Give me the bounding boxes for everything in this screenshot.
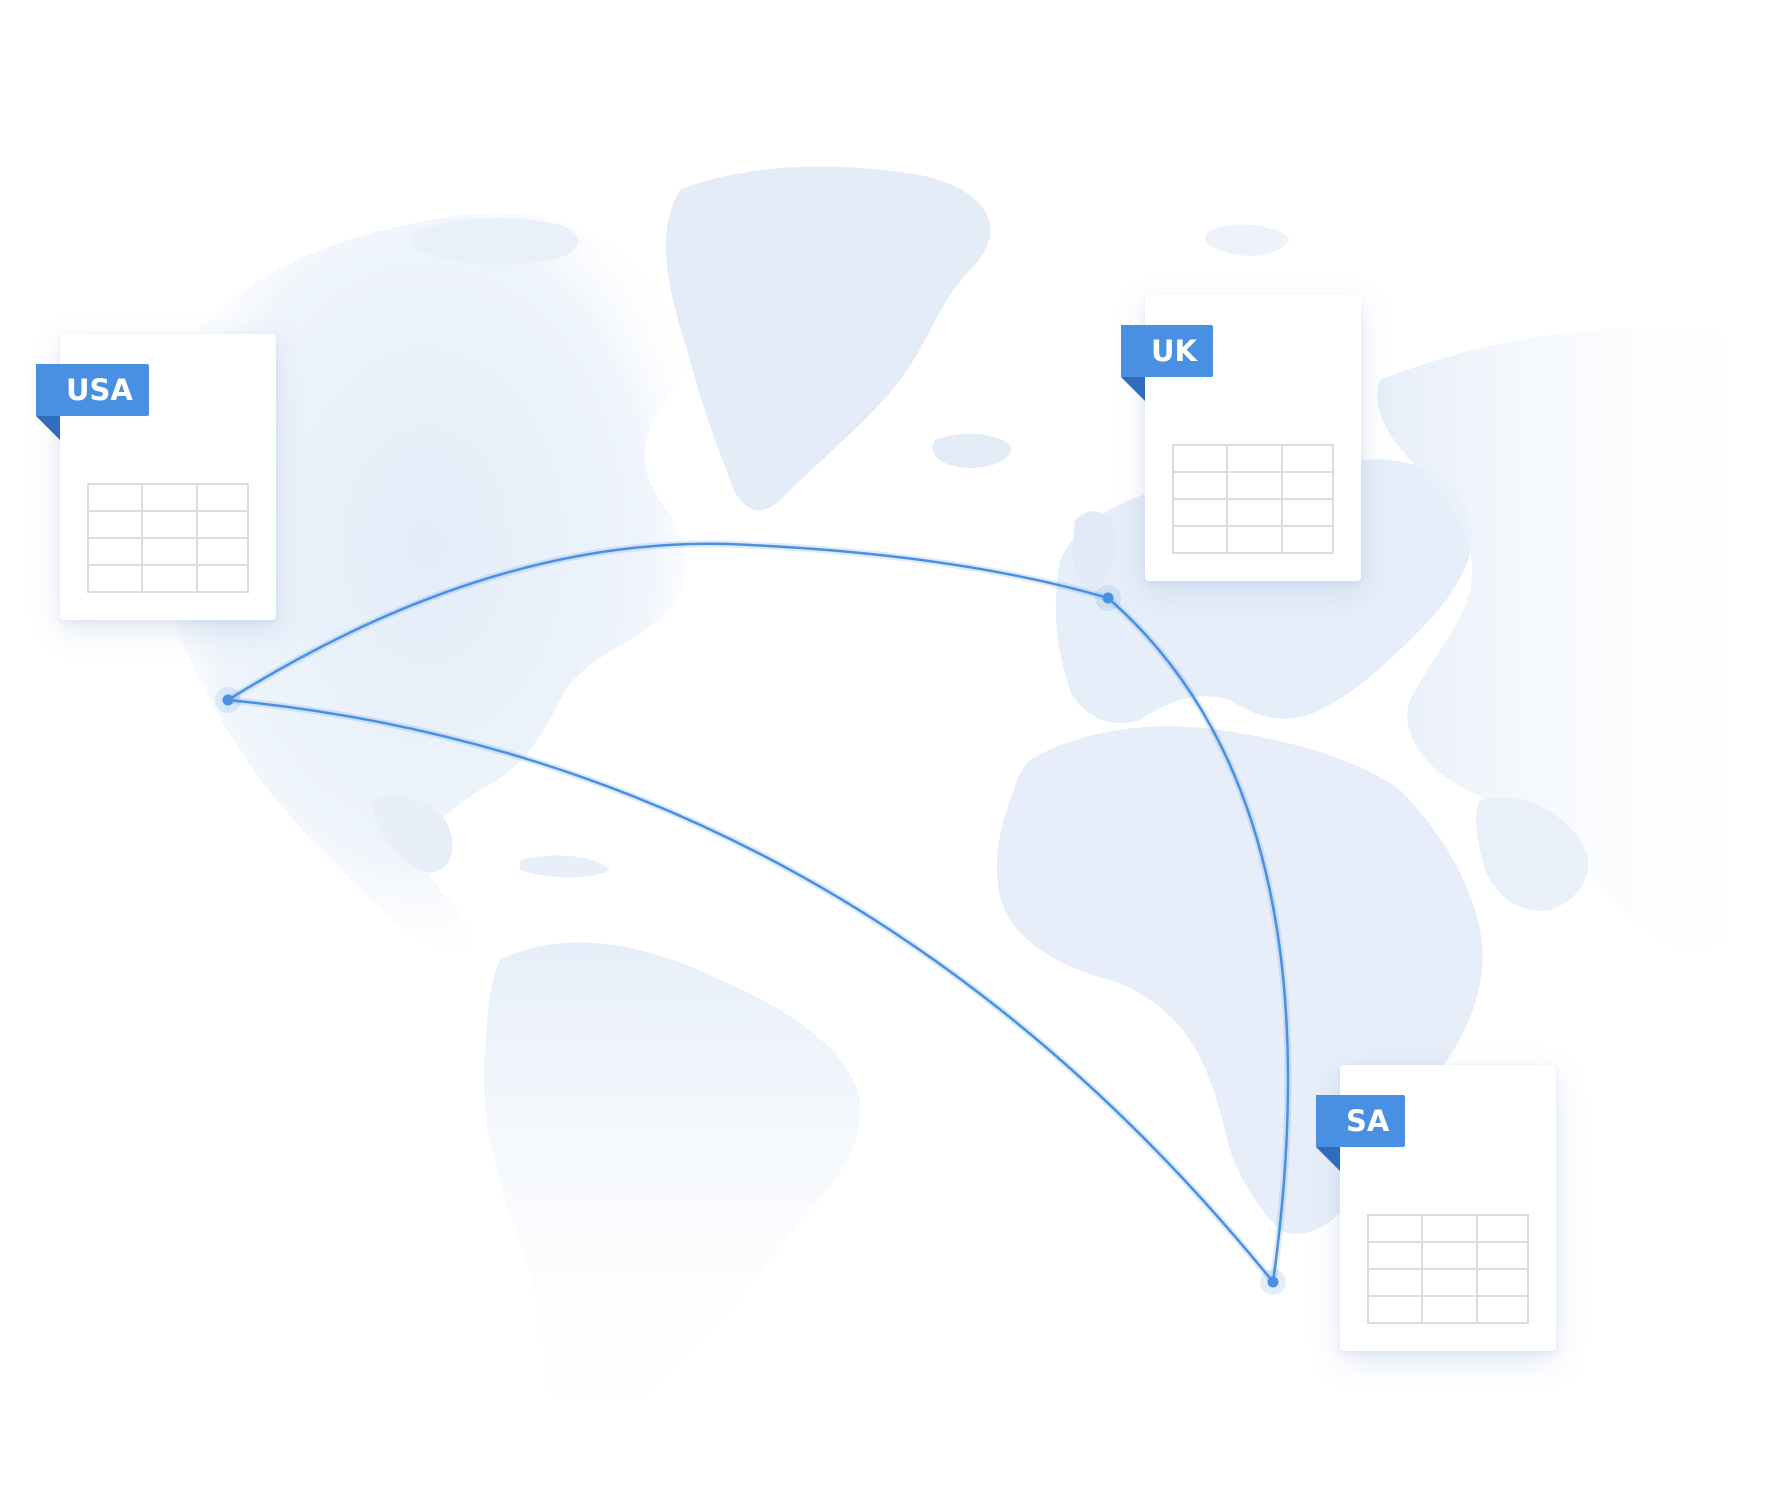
route-usa-sa-glow xyxy=(224,696,1277,1286)
ribbon-fold xyxy=(1121,377,1145,401)
arabia-shape xyxy=(1476,797,1589,911)
spreadsheet-icon xyxy=(87,483,249,593)
route-uk-sa-glow xyxy=(1104,594,1292,1286)
region-label-sa: SA xyxy=(1316,1095,1406,1147)
asia-shape xyxy=(1377,327,1785,948)
spreadsheet-icon xyxy=(1172,444,1334,554)
spreadsheet-icon xyxy=(1367,1214,1529,1324)
caribbean-islands-shape xyxy=(520,855,610,878)
route-usa-uk xyxy=(226,542,1110,702)
route-usa-sa xyxy=(226,698,1275,1284)
region-label-uk: UK xyxy=(1121,325,1214,377)
region-card-uk[interactable]: UK xyxy=(1121,295,1361,581)
region-card-sa[interactable]: SA xyxy=(1316,1065,1556,1351)
location-pin-icon[interactable] xyxy=(1102,592,1114,604)
british-isles-shape xyxy=(1072,511,1117,590)
ribbon-fold xyxy=(1316,1147,1340,1171)
region-card-usa[interactable]: USA xyxy=(36,334,276,620)
south-america-shape xyxy=(483,942,861,1471)
north-america-shape xyxy=(166,212,687,952)
location-pin-icon[interactable] xyxy=(1267,1276,1279,1288)
iceland-shape xyxy=(932,433,1011,468)
location-pin-icon[interactable] xyxy=(222,694,234,706)
ribbon-fold xyxy=(36,416,60,440)
route-uk-sa xyxy=(1106,596,1290,1284)
greenland-shape xyxy=(665,166,991,511)
arctic-islands-shape xyxy=(412,218,579,265)
svalbard-shape xyxy=(1205,224,1290,256)
central-america-shape xyxy=(370,796,453,873)
region-label-usa: USA xyxy=(36,364,149,416)
